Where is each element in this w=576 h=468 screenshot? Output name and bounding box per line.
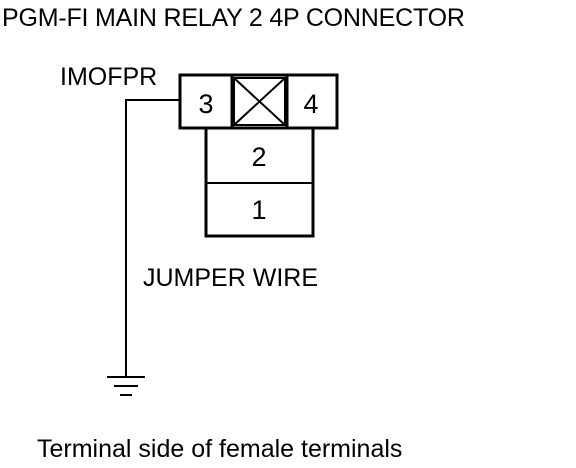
ground-icon (107, 376, 145, 396)
terminal-1: 1 (251, 195, 266, 225)
terminal-3: 3 (198, 89, 213, 119)
x-mark-icon (233, 77, 286, 126)
wire-label-imofpr: IMOFPR (60, 63, 158, 91)
terminal-2: 2 (251, 142, 266, 172)
terminal-4: 4 (303, 89, 318, 119)
diagram-title: PGM-FI MAIN RELAY 2 4P CONNECTOR (2, 4, 465, 32)
connector-4p (178, 73, 339, 238)
connector-top-row (178, 73, 339, 130)
jumper-wire-label: JUMPER WIRE (143, 264, 318, 292)
jumper-wire (125, 99, 180, 376)
terminal-side-caption: Terminal side of female terminals (37, 435, 403, 463)
